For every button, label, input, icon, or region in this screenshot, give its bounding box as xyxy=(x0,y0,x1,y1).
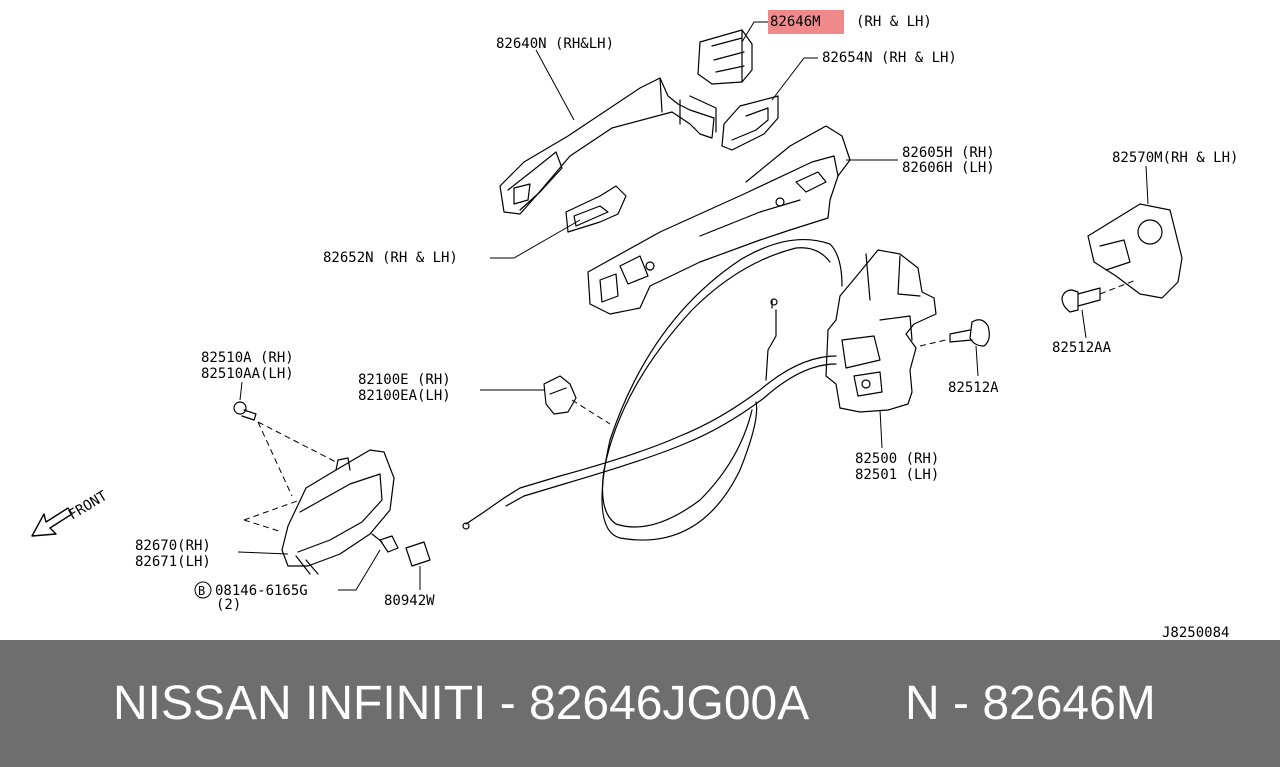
label-08146-qty: (2) xyxy=(216,597,241,613)
label-82646M: 82646M xyxy=(770,14,821,30)
label-82652N: 82652N (RH & LH) xyxy=(323,250,458,266)
handle-screw-part xyxy=(233,401,257,421)
label-82510AA: 82510AA(LH) xyxy=(201,366,294,382)
label-82570M: 82570M(RH & LH) xyxy=(1112,150,1238,166)
part-highlight xyxy=(768,10,844,34)
label-82500: 82500 (RH) xyxy=(855,451,939,467)
dashed-guide xyxy=(243,421,337,533)
label-82512A: 82512A xyxy=(948,380,999,396)
front-label: FRONT xyxy=(66,488,111,524)
outside-handle-part xyxy=(499,77,717,215)
label-82510A: 82510A (RH) xyxy=(201,350,294,366)
leader-line xyxy=(490,219,581,259)
banner-part-number: N - 82646M xyxy=(905,677,1156,730)
striker-screw-part xyxy=(1061,287,1101,313)
leader-line xyxy=(1081,309,1087,339)
gasket-part xyxy=(721,95,779,151)
bolt-part xyxy=(371,533,399,553)
label-82606H: 82606H (LH) xyxy=(902,160,995,176)
dashed-guide xyxy=(919,339,947,347)
label-82100EA: 82100EA(LH) xyxy=(358,388,451,404)
banner-oem-number: NISSAN INFINITI - 82646JG00A xyxy=(113,677,810,730)
leader-line xyxy=(975,345,979,377)
door-lock-part xyxy=(825,249,937,413)
leader-line xyxy=(1145,165,1149,205)
diagram-code: J8250084 xyxy=(1162,625,1229,640)
bolt-symbol-icon xyxy=(194,581,212,599)
label-08146: 08146-6165G xyxy=(215,583,308,599)
dashed-guide xyxy=(571,399,611,425)
label-82654N: 82654N (RH & LH) xyxy=(822,50,957,66)
label-82670: 82670(RH) xyxy=(135,538,211,554)
handle-bracket-part xyxy=(587,125,851,315)
leader-line xyxy=(771,57,818,101)
dashed-guide xyxy=(1099,279,1137,295)
inside-handle-part xyxy=(281,449,395,575)
label-82640N: 82640N (RH&LH) xyxy=(496,36,614,52)
striker-part xyxy=(1087,203,1183,299)
leader-line xyxy=(879,409,883,449)
rod-cable-part xyxy=(462,298,837,530)
escutcheon-cap-part xyxy=(697,29,753,85)
lock-screw-part xyxy=(949,319,990,347)
bracket-clip-part xyxy=(405,541,431,567)
label-82512AA: 82512AA xyxy=(1052,340,1112,356)
bolt-symbol-letter: B xyxy=(198,584,205,598)
label-82605H: 82605H (RH) xyxy=(902,145,995,161)
leader-line xyxy=(338,549,381,591)
leader-line xyxy=(741,21,768,43)
handle-gasket-part xyxy=(565,185,627,233)
label-82501: 82501 (LH) xyxy=(855,467,939,483)
parts-diagram: FRONT 82646M (RH & LH) 82640N (RH&LH) 82… xyxy=(31,10,1238,640)
part-number-banner: NISSAN INFINITI - 82646JG00A N - 82646M xyxy=(0,640,1280,767)
label-80942W: 80942W xyxy=(384,593,435,609)
front-arrow-icon xyxy=(31,507,73,537)
clip-part xyxy=(543,375,577,415)
leader-line xyxy=(237,551,289,555)
leader-line xyxy=(535,49,575,121)
label-82646M-side: (RH & LH) xyxy=(856,14,932,30)
leader-line xyxy=(239,381,243,401)
label-82671: 82671(LH) xyxy=(135,554,211,570)
label-82100E: 82100E (RH) xyxy=(358,372,451,388)
lock-cable-part xyxy=(601,238,843,541)
